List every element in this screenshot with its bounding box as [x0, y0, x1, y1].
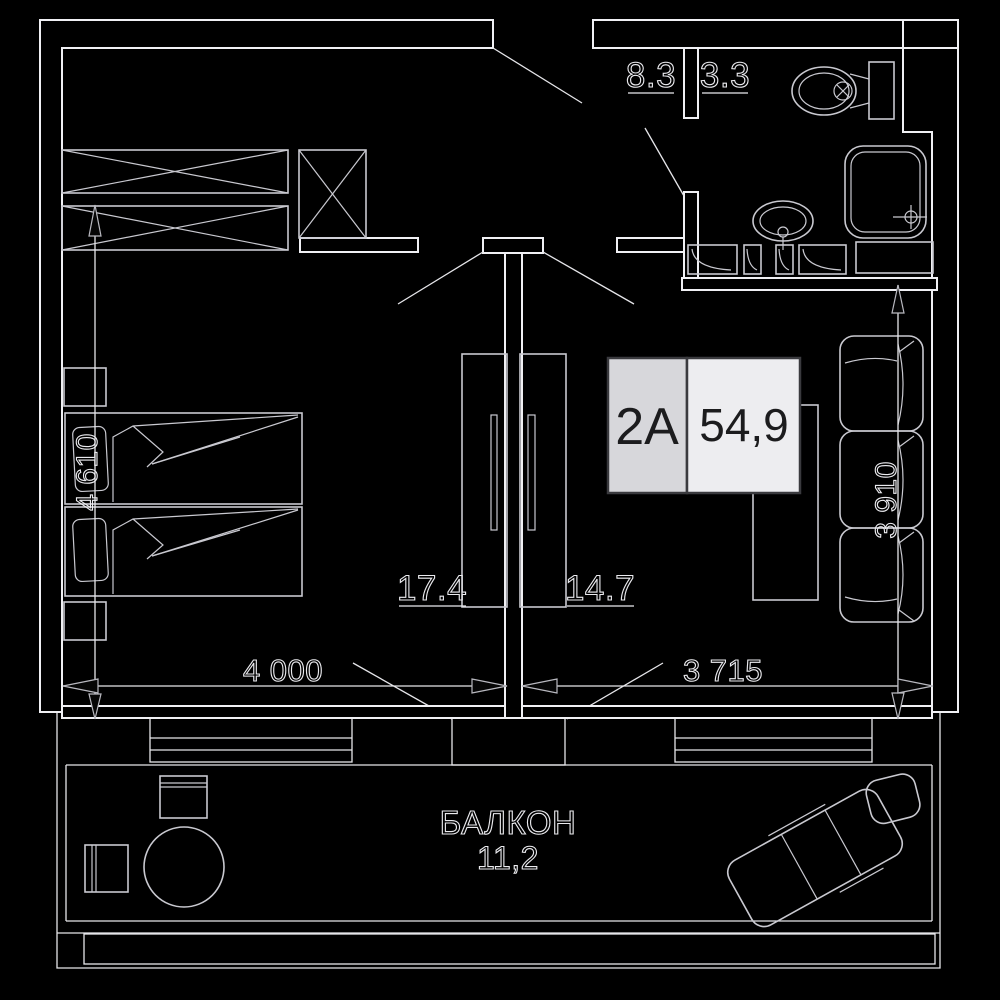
door-swings	[397, 47, 685, 305]
arrow-right-icon	[471, 678, 508, 694]
dim-living-width: 3 715	[683, 653, 763, 688]
arrow-up-icon	[88, 204, 102, 237]
unit-total-area: 54,9	[699, 399, 789, 451]
wall-bath-divider-top	[683, 47, 699, 119]
dim-bedroom-width: 4 000	[243, 653, 323, 688]
toilet	[791, 61, 895, 120]
room-label-bathroom: 3.3	[700, 56, 750, 95]
dimension-bottom-right: 3 715	[521, 652, 934, 694]
center-wardrobe-left	[461, 353, 508, 608]
balcony-table	[143, 826, 225, 908]
arrow-left-icon	[521, 678, 558, 694]
bathroom-door-swing	[644, 127, 685, 197]
arrow-right-icon	[897, 678, 934, 694]
wall-corner-right	[902, 19, 959, 49]
dimension-left-vertical: 4 610	[70, 204, 105, 720]
wall-door-post	[482, 237, 544, 254]
pillow	[72, 425, 109, 493]
wall-bath-divider-bottom	[683, 191, 699, 279]
bathroom-cabinets	[687, 241, 934, 275]
entry-door-swing	[492, 47, 583, 104]
nightstand-bottom	[63, 601, 107, 641]
window-right	[674, 717, 873, 763]
wardrobe-crossed-1	[61, 149, 289, 194]
dimension-right-vertical: 3 910	[869, 284, 905, 720]
balcony-chair-2	[84, 844, 129, 893]
wall-bottom-band	[61, 705, 933, 719]
dimension-bottom-left: 4 000	[62, 652, 508, 694]
arrow-left-icon	[62, 678, 99, 694]
chaise-lounge	[726, 773, 921, 928]
headrest-pillow	[865, 773, 921, 825]
nightstand-top	[63, 367, 107, 407]
unit-label-box: 2A 54,9	[606, 356, 802, 495]
wall-top-right	[592, 19, 904, 49]
dim-right-depth: 3 910	[870, 461, 903, 539]
dim-left-depth: 4 610	[71, 433, 104, 511]
balcony-chair-1	[159, 775, 208, 819]
washbasin	[752, 200, 814, 250]
room-label-hallway: 8.3	[626, 56, 676, 95]
flush-valve	[833, 81, 853, 101]
bed-1	[64, 412, 303, 505]
unit-area-cell	[685, 356, 802, 495]
wall-right	[902, 47, 959, 713]
wardrobe-handle	[527, 414, 536, 531]
pillow	[72, 517, 109, 583]
balcony-structure	[56, 712, 941, 969]
room-label-balcony-area: 11,2	[477, 840, 539, 876]
wardrobe-crossed-2	[61, 205, 289, 251]
wardrobe-handle	[490, 414, 498, 531]
wall-bath-bottom	[681, 277, 938, 291]
living-door-swing	[542, 251, 635, 305]
room-label-living: 14.7	[565, 569, 635, 608]
center-wardrobe-right	[519, 353, 567, 608]
wall-top-left	[39, 19, 494, 713]
balcony-door	[451, 717, 566, 766]
wall-hall-bottom	[616, 237, 691, 253]
bed-2	[64, 506, 303, 597]
sofa	[839, 335, 924, 623]
arrow-down-icon	[88, 693, 102, 720]
window-left	[149, 717, 353, 763]
unit-code: 2A	[615, 398, 679, 456]
bedroom-door-swing	[397, 251, 484, 305]
arrow-up-icon	[891, 284, 905, 314]
wall-bedroom-top	[299, 237, 419, 253]
balcony-railing	[83, 933, 936, 965]
shower	[844, 145, 927, 239]
room-label-balcony-name: БАЛКОН	[440, 804, 577, 841]
room-label-bedroom: 17.4	[397, 569, 467, 608]
walls	[39, 19, 959, 719]
room-labels: 8.3 3.3 17.4 14.7 БАЛКОН 11,2	[396, 55, 750, 876]
closet-square	[298, 149, 367, 239]
washing-machine	[855, 241, 934, 274]
